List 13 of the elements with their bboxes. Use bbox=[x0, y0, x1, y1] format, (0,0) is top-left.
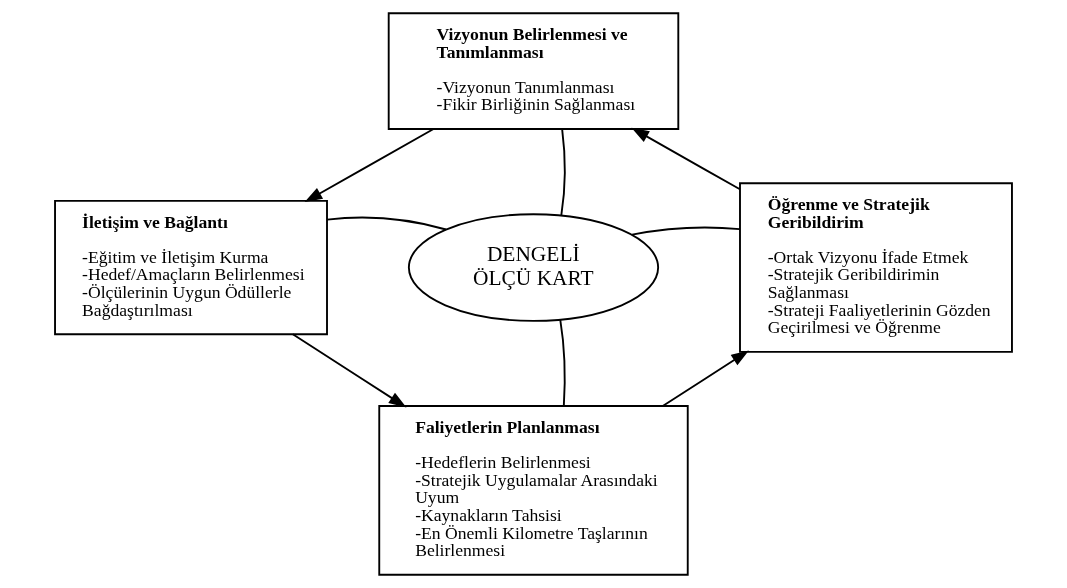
connector bbox=[560, 128, 566, 217]
arrow bbox=[631, 127, 741, 191]
node-ellipse: DENGELİ ÖLÇÜ KART bbox=[407, 213, 660, 322]
node-box: Faliyetlerin Planlanması -Hedeflerin Belirlenmesi -Stratejik Uygulamalar Arasındaki Uyum -Kaynakların Tahsisi -En Önemli Kilometre Taşlarının Belirlenmesi bbox=[378, 405, 689, 576]
connector bbox=[559, 319, 566, 407]
connector bbox=[631, 226, 741, 236]
arrow bbox=[291, 333, 407, 408]
node-box: İletişim ve Bağlantı -Eğitim ve İletişim Kurma -Hedef/Amaçların Belirlenmesi -Ölçülerinin Uygun Ödüllerle Bağdaştırılması bbox=[54, 199, 328, 336]
arrow bbox=[662, 350, 749, 407]
node-box: Öğrenme ve Stratejik Geribildirim -Ortak Vizyonu İfade Etmek -Stratejik Geribildirimin Sağlanması -Strateji Faaliyetlerinin Gözden Geçirilmesi ve Öğrenme bbox=[739, 182, 1013, 353]
arrow bbox=[304, 128, 434, 202]
connector bbox=[326, 216, 447, 231]
node-box: Vizyonun Belirlenmesi ve Tanımlanması -Vizyonun Tanımlanması -Fikir Birliğinin Sağlanması bbox=[387, 12, 680, 130]
